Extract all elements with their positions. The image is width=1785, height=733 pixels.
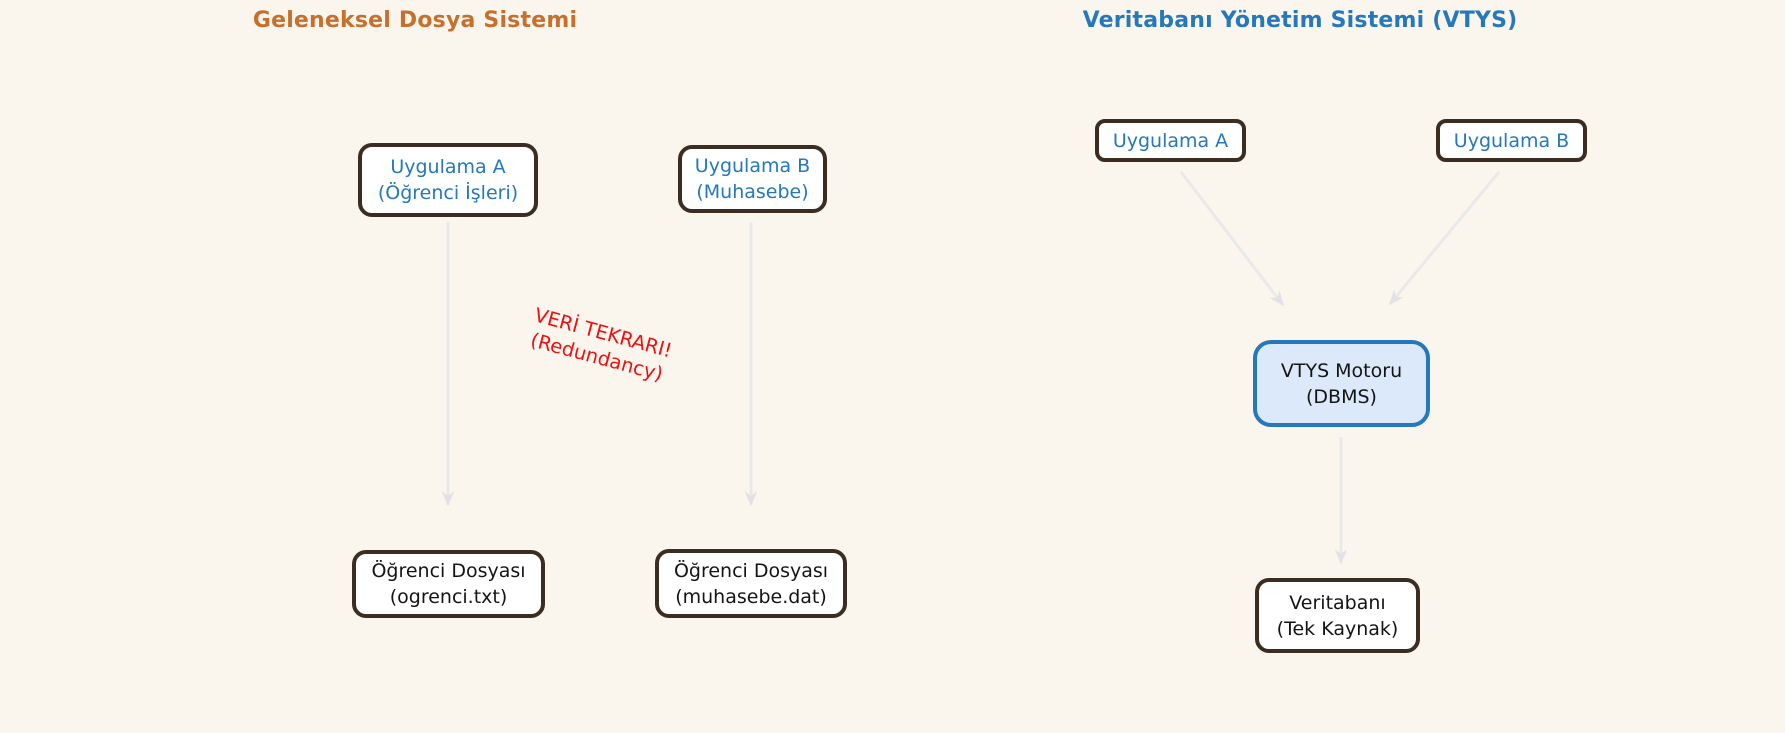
left-file-b-label-line1: Öğrenci Dosyası	[673, 559, 829, 582]
database-label-line2: (Tek Kaynak)	[1276, 617, 1399, 640]
left-app-b-box: Uygulama B (Muhasebe)	[678, 145, 827, 213]
left-file-a-label-line1: Öğrenci Dosyası	[371, 560, 526, 582]
arrow-right-app-a-to-engine	[1179, 171, 1285, 306]
left-app-b-label-line2: (Muhasebe)	[696, 181, 809, 203]
right-app-b-box: Uygulama B	[1436, 119, 1587, 162]
vtys-engine-box: VTYS Motoru (DBMS)	[1253, 340, 1430, 427]
left-app-a-label-line2: (Öğrenci İşleri)	[377, 182, 519, 204]
left-file-b-label-line2: (muhasebe.dat)	[675, 585, 827, 608]
left-app-a-label-line1: Uygulama A	[390, 156, 506, 178]
left-file-b-box: Öğrenci Dosyası (muhasebe.dat)	[655, 549, 847, 618]
right-panel-title: Veritabanı Yönetim Sistemi (VTYS)	[1082, 8, 1518, 33]
vtys-engine-label-line2: (DBMS)	[1306, 385, 1377, 408]
left-app-b-label-line1: Uygulama B	[694, 155, 811, 177]
left-app-a-box: Uygulama A (Öğrenci İşleri)	[358, 143, 538, 217]
left-file-a-box: Öğrenci Dosyası (ogrenci.txt)	[352, 550, 545, 618]
left-panel-title: Geleneksel Dosya Sistemi	[252, 8, 578, 33]
right-app-b-label: Uygulama B	[1453, 129, 1570, 152]
database-label-line1: Veritabanı	[1289, 591, 1386, 614]
right-app-a-box: Uygulama A	[1095, 119, 1246, 162]
redundancy-warning-label: VERİ TEKRARI! (Redundancy)	[525, 303, 675, 388]
left-file-a-label-line2: (ogrenci.txt)	[389, 586, 508, 608]
arrow-right-app-b-to-engine	[1388, 171, 1501, 305]
right-app-a-label: Uygulama A	[1112, 129, 1229, 152]
vtys-engine-label-line1: VTYS Motoru	[1280, 359, 1403, 382]
database-box: Veritabanı (Tek Kaynak)	[1255, 578, 1420, 653]
